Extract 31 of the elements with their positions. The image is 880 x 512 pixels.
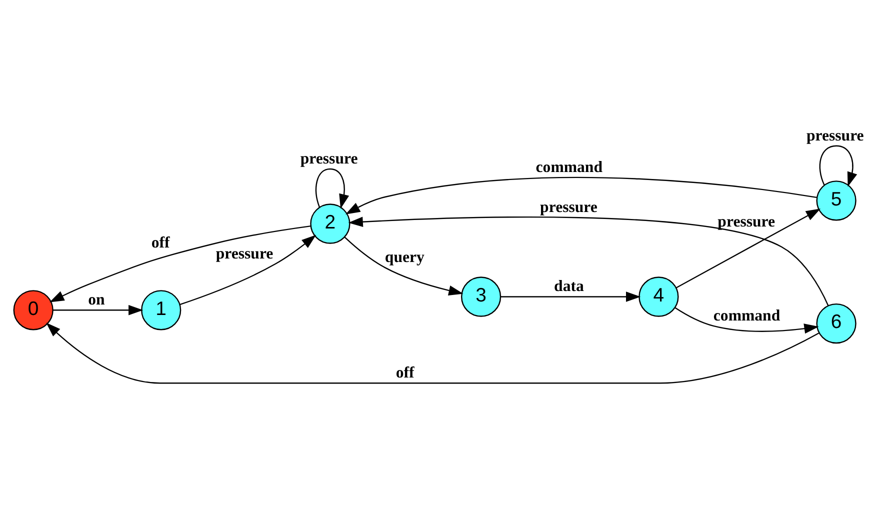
edge-label: pressure bbox=[806, 127, 864, 144]
edge-label: pressure bbox=[540, 199, 598, 216]
arrow bbox=[348, 216, 829, 306]
edge-label: query bbox=[384, 248, 424, 266]
node-circle: 2 bbox=[310, 204, 350, 244]
arrow bbox=[180, 234, 316, 306]
arrow bbox=[53, 305, 144, 316]
edge-label: command bbox=[713, 307, 780, 324]
edge-label: pressure bbox=[300, 150, 358, 168]
edge-label: off bbox=[151, 234, 170, 252]
edge-label: command bbox=[536, 158, 603, 176]
arrow bbox=[676, 208, 821, 288]
edge-label: on bbox=[88, 292, 105, 309]
arrow bbox=[315, 168, 350, 209]
arrow bbox=[50, 225, 311, 302]
edge-label: off bbox=[396, 364, 414, 382]
node-circle: 4 bbox=[638, 276, 679, 317]
arrow bbox=[345, 177, 817, 214]
node-circle: 3 bbox=[460, 276, 502, 317]
node-circle: 5 bbox=[816, 180, 856, 221]
node-circle: 0 bbox=[13, 290, 54, 330]
arrow bbox=[500, 292, 641, 302]
node-circle: 1 bbox=[141, 290, 182, 330]
node-circle: 6 bbox=[816, 303, 856, 344]
arrow bbox=[344, 236, 464, 296]
arrow bbox=[819, 145, 858, 187]
arrow bbox=[46, 322, 820, 384]
arrow bbox=[674, 307, 819, 334]
edge-label: pressure bbox=[216, 245, 274, 262]
edge-label: pressure bbox=[718, 214, 776, 231]
edge-label: data bbox=[554, 278, 584, 296]
